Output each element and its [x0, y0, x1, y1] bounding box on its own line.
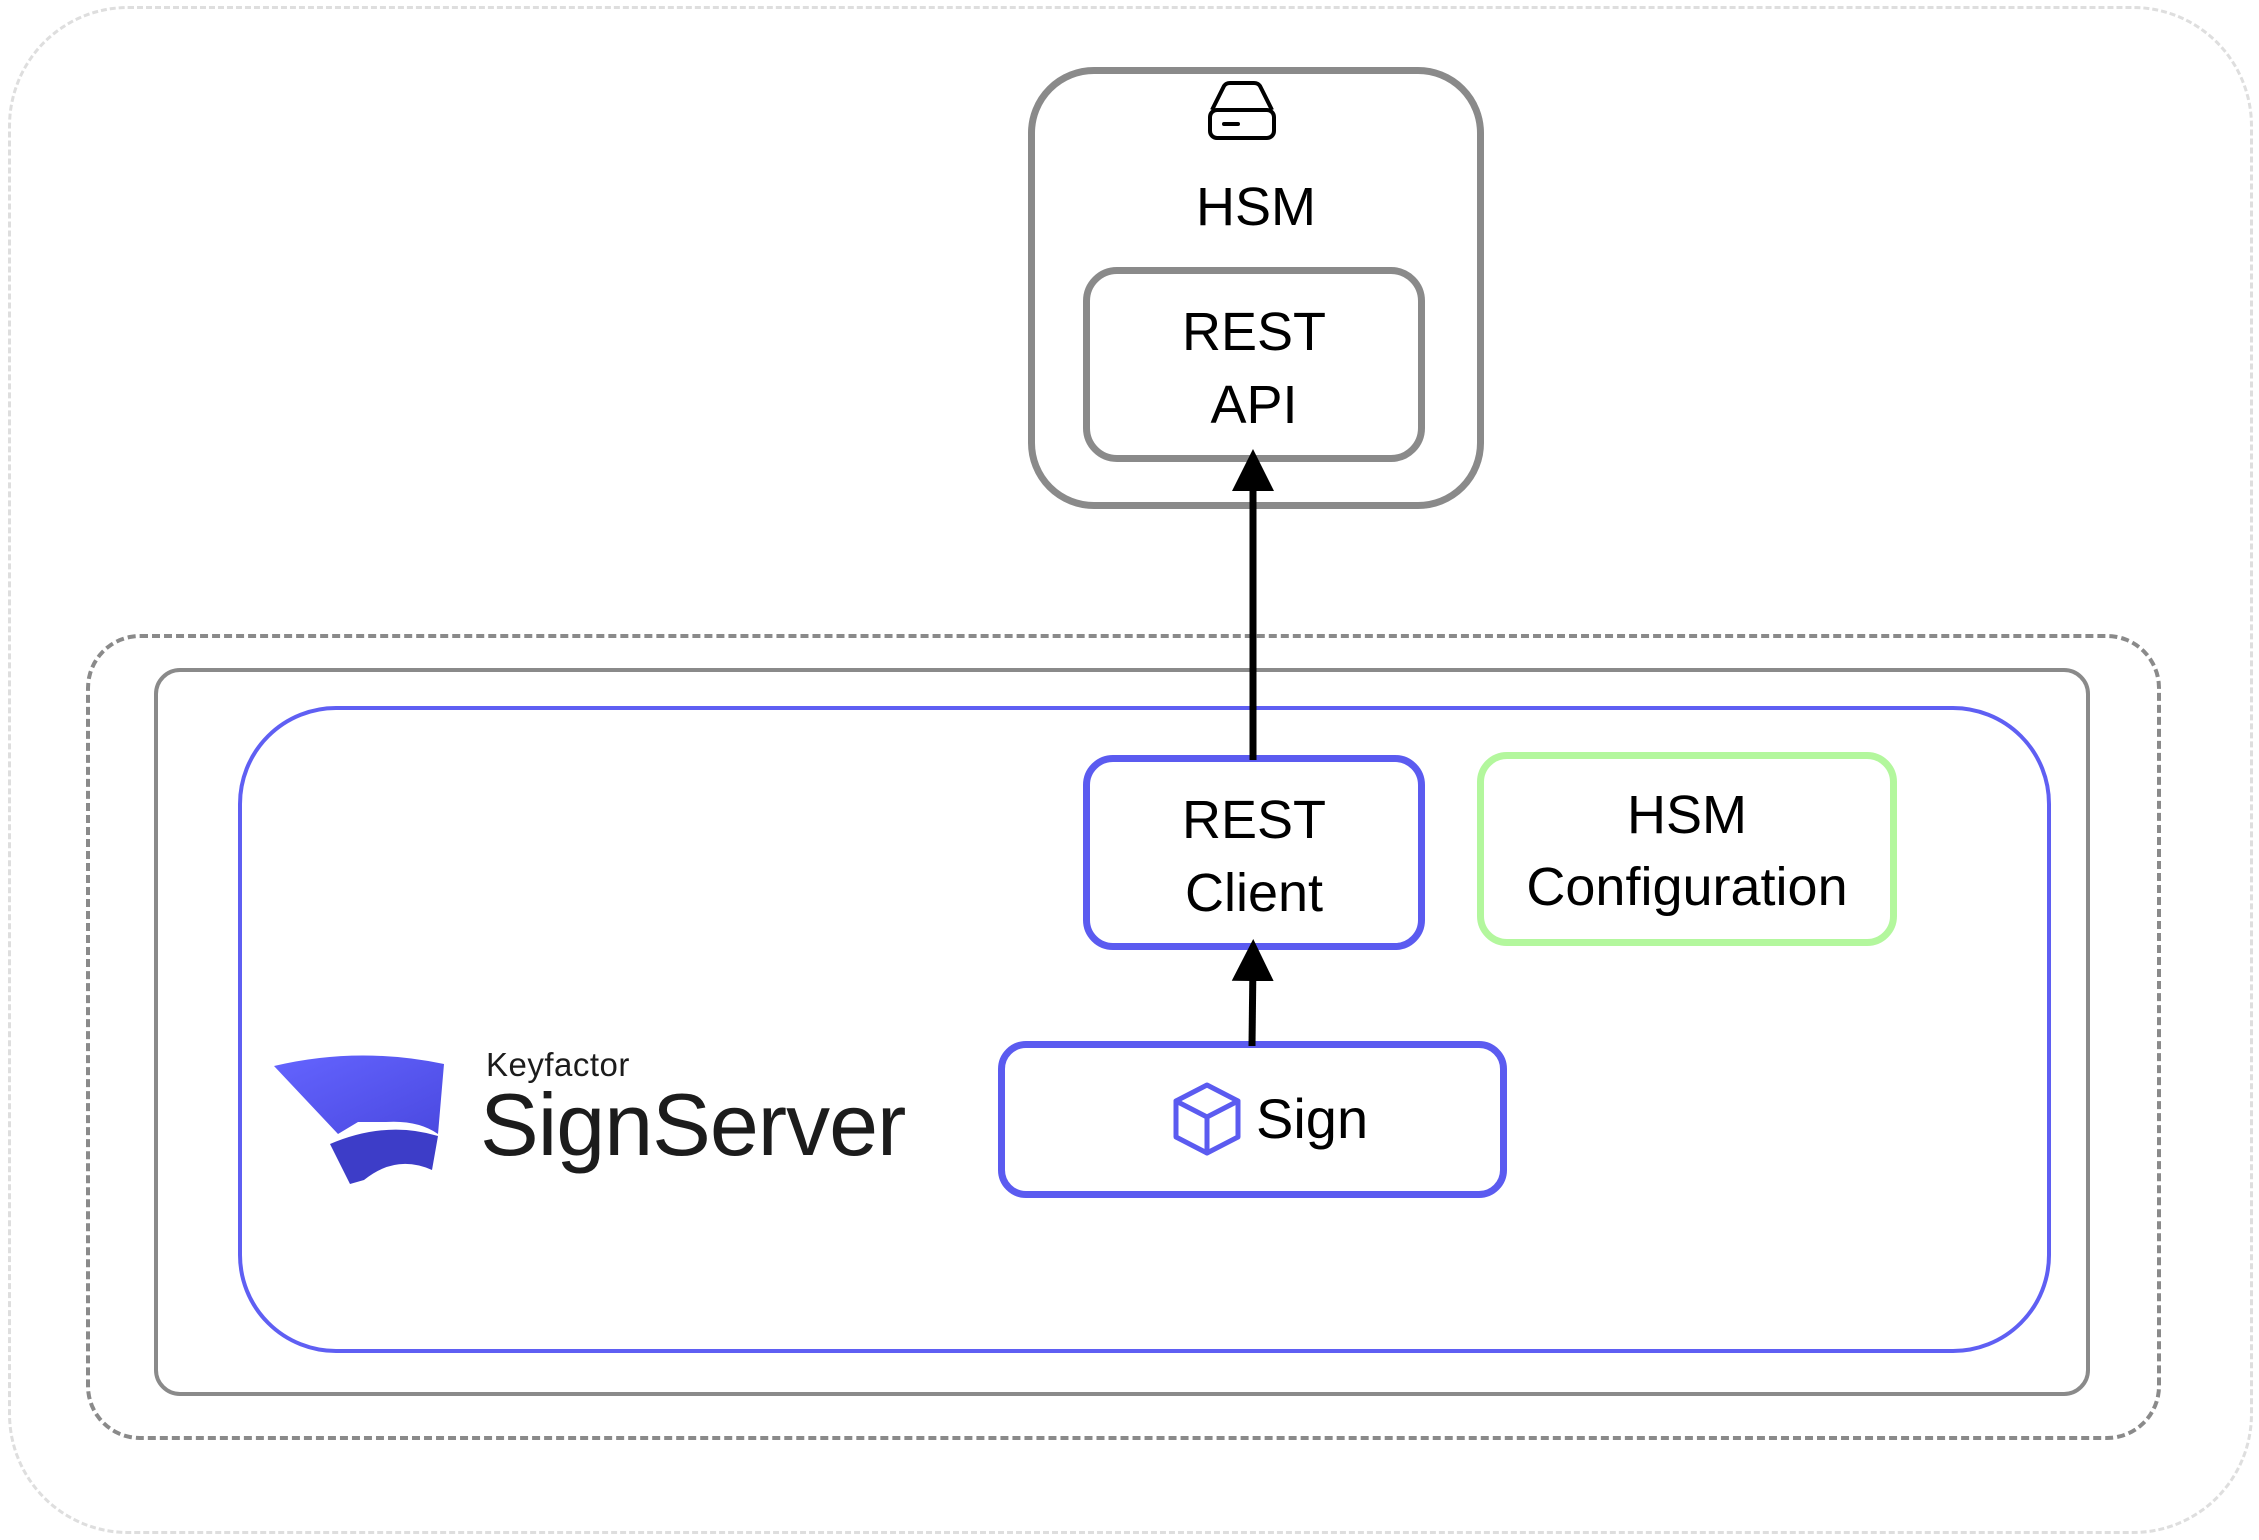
signserver-container: [238, 706, 2051, 1353]
keyfactor-logo-icon: [274, 1055, 444, 1184]
hsm-configuration-label-line2: Configuration: [1526, 857, 1848, 917]
outer-frame: [8, 6, 2253, 1534]
server-boundary: [154, 668, 2090, 1396]
rest-client-label-line2: Client: [1184, 863, 1324, 923]
logo-company-name: Keyfactor: [486, 1046, 630, 1083]
hsm-configuration-box: HSM Configuration: [1477, 752, 1897, 946]
logo-product-name: SignServer: [480, 1075, 906, 1174]
rest-api-label-line2: API: [1210, 375, 1298, 435]
sign-label: Sign: [1256, 1087, 1369, 1150]
rest-api-box: REST API: [1083, 267, 1425, 462]
hard-drive-icon: [1208, 81, 1276, 140]
rest-api-label-line1: REST: [1181, 302, 1327, 362]
hsm-configuration-label-line1: HSM: [1627, 785, 1747, 845]
cube-icon: [1173, 1082, 1241, 1156]
rest-client-box: REST Client: [1083, 755, 1425, 950]
sign-box: [998, 1041, 1507, 1198]
hsm-title: HSM: [1196, 177, 1316, 237]
environment-boundary: [86, 634, 2161, 1440]
rest-client-label-line1: REST: [1181, 790, 1327, 850]
